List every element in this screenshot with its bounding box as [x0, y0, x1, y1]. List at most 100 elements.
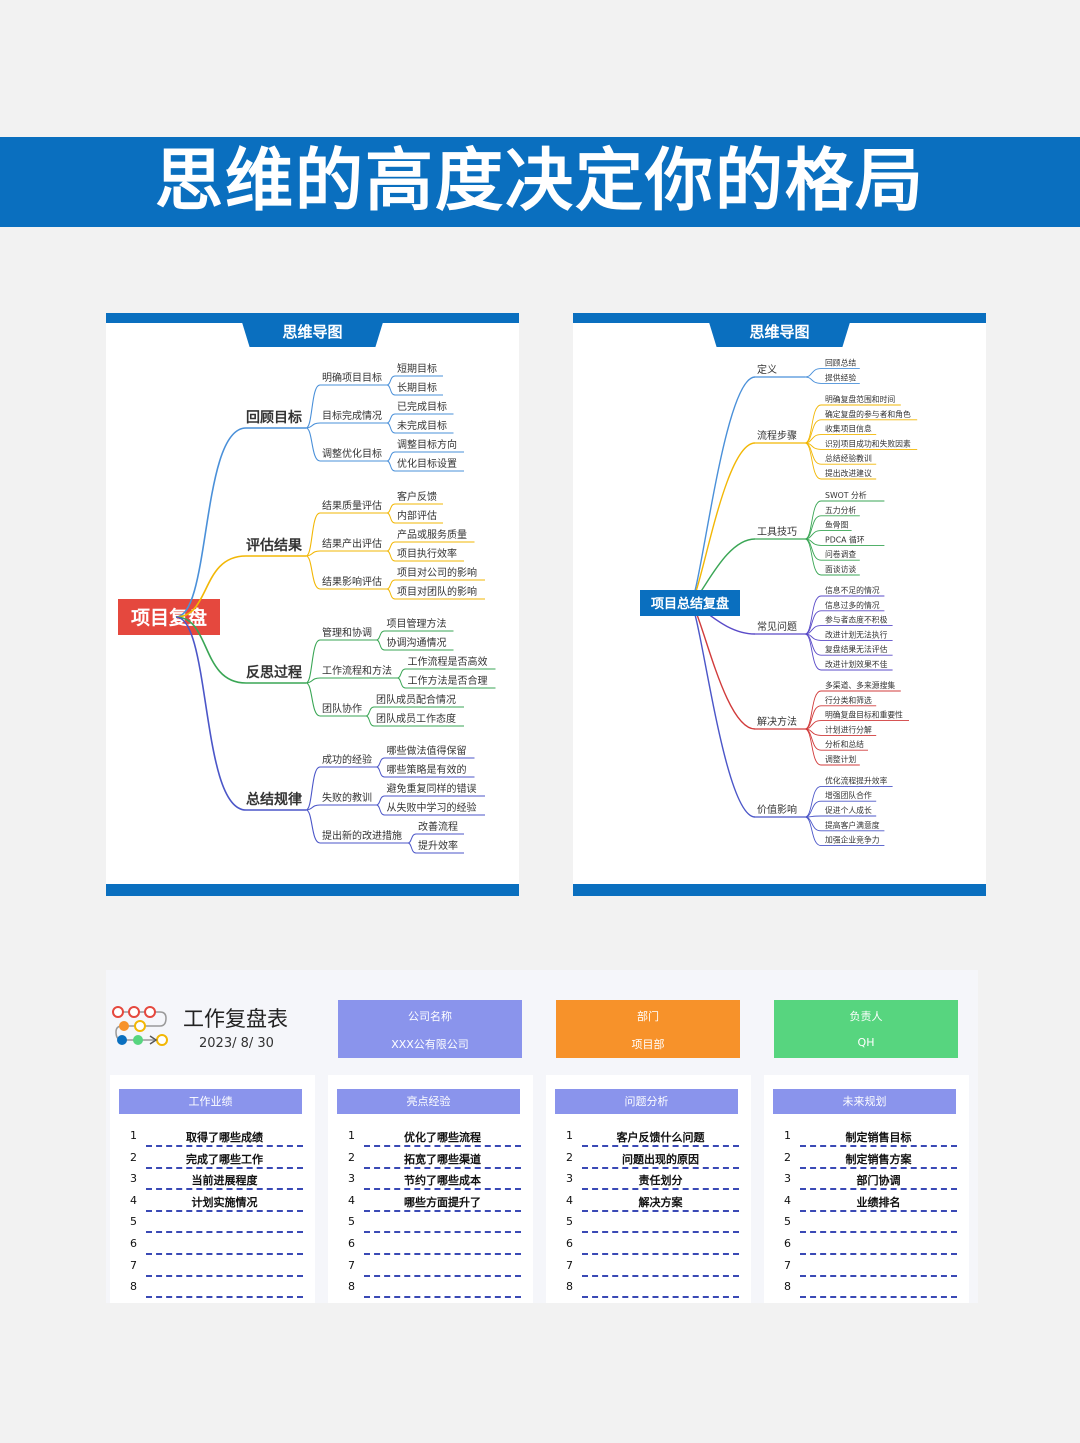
row-text: 制定销售方案: [845, 1152, 912, 1166]
leaf-connector: [804, 816, 822, 832]
leaf-connector: [804, 728, 822, 751]
leaf-label: 产品或服务质量: [397, 528, 467, 541]
sub-connector: [305, 804, 321, 811]
sub-connector: [305, 512, 321, 557]
leaf-label: 提高客户满意度: [825, 820, 880, 830]
row-dashed-line: [582, 1274, 739, 1277]
table-row[interactable]: 4 解决方案: [546, 1192, 751, 1212]
row-dashed-line: [146, 1253, 303, 1255]
branch-connector: [175, 555, 247, 618]
leaf-connector: [804, 419, 822, 444]
leaf-connector: [804, 633, 822, 656]
row-number: 8: [130, 1280, 137, 1294]
leaf-label: 明确复盘范围和时间: [825, 394, 895, 404]
leaf-label: 避免重复同样的错误: [387, 782, 477, 795]
table-row[interactable]: 5: [764, 1213, 969, 1234]
table-row[interactable]: 6: [764, 1235, 969, 1255]
flow-logo-icon: [112, 1006, 168, 1046]
leaf-label: 总结经验教训: [825, 453, 872, 463]
row-dashed-line: [800, 1253, 957, 1255]
table-row[interactable]: 8: [764, 1278, 969, 1299]
table-row[interactable]: 6: [328, 1235, 533, 1255]
table-row[interactable]: 5: [110, 1213, 315, 1234]
leaf-connector: [804, 800, 822, 818]
leaf-connector: [376, 639, 385, 651]
leaf-label: 团队成员配合情况: [376, 693, 456, 706]
table-row[interactable]: 8: [328, 1278, 533, 1299]
column-header: 亮点经验: [337, 1089, 520, 1114]
leaf-label: 未完成目标: [397, 419, 447, 432]
table-row[interactable]: 7: [110, 1257, 315, 1277]
table-row[interactable]: 7: [546, 1257, 751, 1277]
row-text: 解决方案: [638, 1195, 683, 1209]
row-dashed-line: [800, 1296, 957, 1299]
row-dashed-line: [582, 1231, 739, 1234]
row-number: 4: [566, 1193, 573, 1207]
leaf-connector: [804, 368, 822, 378]
leaf-connector: [804, 442, 822, 465]
sub-label: 结果质量评估: [322, 499, 382, 512]
row-dashed-line: [582, 1296, 739, 1299]
row-number: 5: [348, 1215, 355, 1229]
table-row[interactable]: 7: [764, 1257, 969, 1277]
row-number: 2: [348, 1150, 355, 1164]
row-dashed-line: [146, 1274, 303, 1277]
card-bottom-bar: [573, 884, 986, 896]
leaf-label: 问卷调查: [825, 549, 856, 559]
leaf-label: 项目对团队的影响: [397, 585, 477, 598]
leaf-label: 加强企业竞争力: [825, 835, 880, 845]
leaf-connector: [397, 677, 406, 689]
row-number: 6: [566, 1237, 573, 1250]
leaf-label: 收集项目信息: [825, 424, 872, 434]
leaf-label: 团队成员工作态度: [376, 712, 456, 725]
card-bottom-bar: [106, 884, 519, 896]
row-number: 8: [784, 1280, 791, 1294]
branch-connector: [175, 616, 247, 684]
table-row[interactable]: 6: [546, 1235, 751, 1255]
table-row[interactable]: 7: [328, 1257, 533, 1277]
row-dashed-line: [146, 1209, 303, 1212]
leaf-label: 面谈访谈: [825, 564, 856, 574]
table-row[interactable]: 5: [546, 1213, 751, 1234]
leaf-label: 计划进行分解: [825, 724, 872, 734]
row-dashed-line: [582, 1253, 739, 1255]
table-row[interactable]: 5: [328, 1213, 533, 1234]
leaf-connector: [804, 816, 822, 847]
branch-label: 定义: [757, 363, 777, 376]
table-row[interactable]: 8: [110, 1278, 315, 1299]
table-row[interactable]: 8: [546, 1278, 751, 1299]
leaf-label: 项目对公司的影响: [397, 566, 477, 579]
branch-connector: [689, 442, 756, 604]
leaf-connector: [804, 376, 822, 384]
leaf-connector: [376, 795, 385, 806]
leaf-connector: [376, 630, 385, 641]
leaf-connector: [386, 413, 396, 424]
row-dashed-line: [582, 1209, 739, 1212]
leaf-connector: [804, 500, 822, 540]
leaf-label: 多渠道、多来源搜集: [825, 680, 895, 690]
row-number: 7: [784, 1258, 791, 1272]
row-dashed-line: [800, 1209, 957, 1212]
leaf-connector: [804, 442, 822, 480]
leaf-connector: [386, 422, 396, 434]
leaf-label: 项目管理方法: [387, 617, 447, 630]
row-number: 5: [784, 1215, 791, 1229]
row-number: 4: [130, 1193, 137, 1207]
table-row[interactable]: 6: [110, 1235, 315, 1255]
